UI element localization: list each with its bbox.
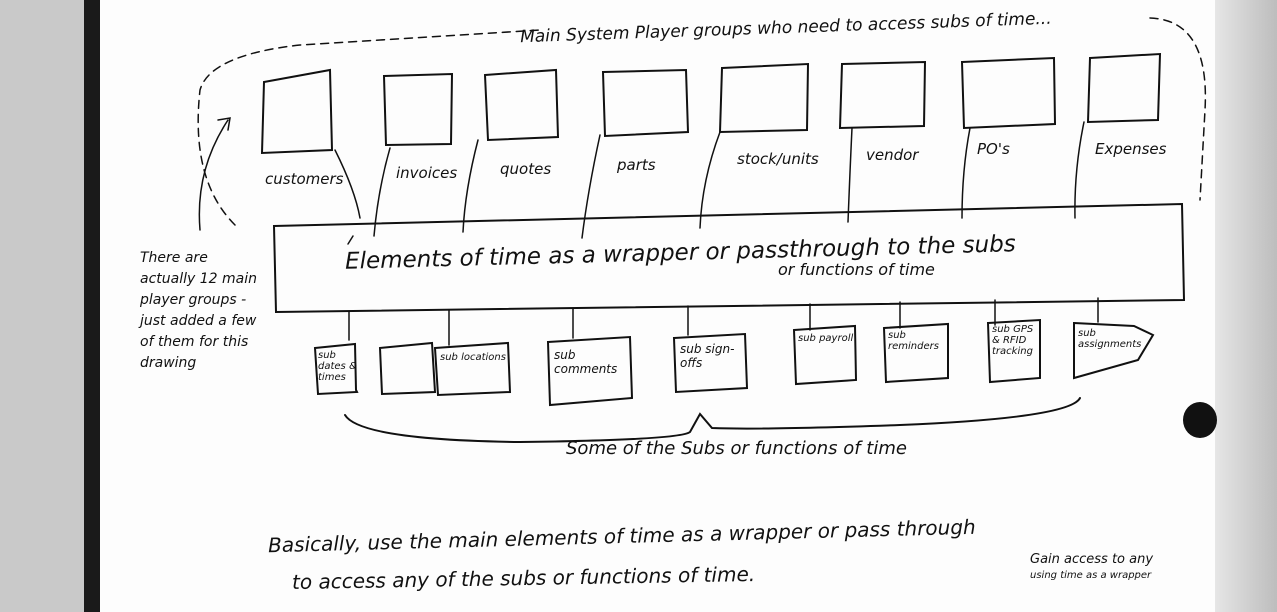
- player-box: [960, 56, 1057, 130]
- notebook-binding: [84, 0, 102, 612]
- player-box: [483, 68, 560, 142]
- sub-box: [986, 318, 1041, 384]
- sub-box: [546, 335, 634, 407]
- player-box: [260, 68, 334, 155]
- sub-box: [882, 322, 949, 384]
- connectors: [348, 297, 1099, 346]
- sub-box: [433, 341, 512, 397]
- player-box: [601, 68, 690, 138]
- side-note: There are actually 12 main player groups…: [140, 250, 257, 371]
- player-label-pos: PO's: [977, 140, 1010, 158]
- player-box: [838, 60, 927, 130]
- sub-box: [313, 342, 359, 396]
- player-label-customers: customers: [265, 170, 344, 188]
- player-box: [1086, 52, 1162, 124]
- wrapper-subtitle: or functions of time: [778, 260, 935, 279]
- subs-caption: Some of the Subs or functions of time: [566, 438, 907, 459]
- sub-box: [1073, 321, 1155, 380]
- sub-box: [378, 341, 437, 396]
- sub-label: sub locations: [440, 352, 506, 363]
- sub-box: [672, 332, 749, 394]
- sub-label: sub reminders: [888, 330, 939, 352]
- sub-label: sub comments: [554, 348, 618, 376]
- sub-label: sub payroll: [798, 333, 854, 344]
- player-label-parts: parts: [617, 156, 656, 174]
- player-label-stock-units: stock/units: [737, 150, 819, 168]
- sub-label: sub dates & times: [318, 350, 357, 383]
- punch-hole: [1183, 402, 1217, 438]
- player-box: [718, 62, 810, 134]
- sub-label: sub GPS & RFID tracking: [992, 324, 1034, 357]
- sub-label: sub sign-offs: [680, 342, 735, 370]
- group-outline: [197, 17, 1207, 226]
- footer-aside-1: Gain access to any: [1030, 552, 1154, 567]
- player-label-quotes: quotes: [500, 160, 552, 178]
- player-label-vendor: vendor: [866, 146, 919, 164]
- player-box: [382, 72, 454, 147]
- player-label-expenses: Expenses: [1095, 140, 1167, 158]
- player-label-invoices: invoices: [396, 164, 458, 182]
- sub-label: sub assignments: [1078, 328, 1142, 350]
- footer-aside-2: using time as a wrapper: [1030, 570, 1152, 581]
- page-edge: [1215, 0, 1277, 612]
- wrapper-box: [272, 202, 1186, 314]
- brace: [344, 397, 1081, 444]
- arrows: [198, 117, 1085, 245]
- sub-box: [792, 324, 858, 386]
